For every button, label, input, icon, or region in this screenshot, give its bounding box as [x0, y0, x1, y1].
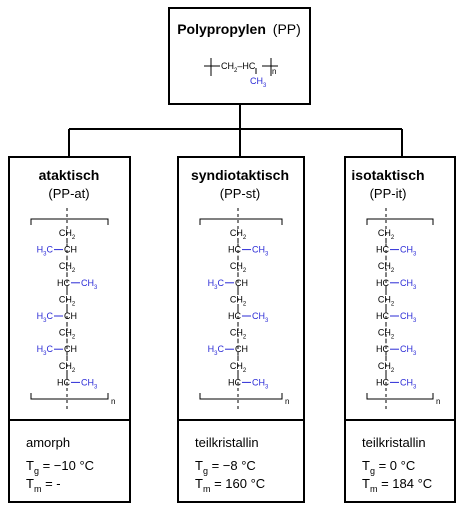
chain-hc-right: HC — [376, 377, 389, 387]
melting-temp: Tm = 184 °C — [362, 476, 432, 494]
methyl-group: H3C — [208, 344, 225, 357]
root-hc: HC — [242, 61, 255, 71]
chain-ch2: CH2 — [378, 361, 395, 374]
svg-text:CH2–HC: CH2–HC — [221, 61, 256, 74]
glass-transition-temp: Tg = 0 °C — [362, 458, 415, 476]
methyl-group: H3C — [37, 344, 54, 357]
morphology-label: amorph — [26, 435, 70, 450]
root-formula: CH2–HC n CH3 — [204, 58, 278, 89]
column-title: ataktisch — [39, 167, 100, 183]
chain-hc-right: HC — [228, 311, 241, 321]
methyl-group: CH3 — [400, 311, 417, 324]
root-name: Polypropylen — [177, 21, 266, 37]
glass-transition-temp: Tg = −10 °C — [26, 458, 94, 476]
root-abbr: (PP) — [273, 21, 301, 37]
chain-ch2: CH2 — [59, 294, 76, 307]
root-ch3: CH — [250, 76, 263, 86]
repeat-unit-n: n — [111, 397, 115, 406]
column-box — [8, 156, 131, 503]
methyl-group: H3C — [37, 311, 54, 324]
chain-ch2: CH2 — [378, 261, 395, 274]
methyl-group: CH3 — [252, 245, 269, 258]
repeat-unit-n: n — [436, 397, 440, 406]
methyl-group: CH3 — [252, 377, 269, 390]
chain-ch2: CH2 — [59, 228, 76, 241]
chain-hc-right: HC — [376, 245, 389, 255]
chain-hc-right: HC — [376, 344, 389, 354]
chain-ch-left: CH — [64, 311, 77, 321]
chain-ch2: CH2 — [378, 228, 395, 241]
chain-hc-right: HC — [376, 311, 389, 321]
chain-ch-left: CH — [64, 344, 77, 354]
methyl-group: CH3 — [81, 278, 98, 291]
column-title: syndiotaktisch — [191, 167, 289, 183]
root-node: Polypropylen (PP) CH2–HC n CH3 — [168, 7, 311, 105]
root-dash: – — [237, 61, 242, 71]
melting-temp: Tm = - — [26, 476, 61, 494]
column-abbr: (PP-st) — [220, 186, 260, 201]
methyl-group: CH3 — [81, 377, 98, 390]
chain-ch2: CH2 — [59, 261, 76, 274]
column-title: isotaktisch — [351, 167, 424, 183]
chain-ch-left: CH — [235, 278, 248, 288]
column-box — [344, 156, 456, 503]
root-ch3-sub: 3 — [263, 83, 267, 89]
methyl-group: CH3 — [400, 245, 417, 258]
svg-text:Polypropylen (PP): Polypropylen (PP) — [177, 21, 301, 37]
root-n: n — [272, 67, 276, 76]
chain-ch2: CH2 — [230, 361, 247, 374]
methyl-group: CH3 — [400, 278, 417, 291]
root-ch2-sub: 2 — [234, 68, 238, 74]
chain-ch2: CH2 — [378, 328, 395, 341]
chain-hc-right: HC — [228, 245, 241, 255]
chain-ch2: CH2 — [230, 294, 247, 307]
column-box — [177, 156, 305, 503]
chain-hc-right: HC — [57, 377, 70, 387]
morphology-label: teilkristallin — [362, 435, 426, 450]
tree-connectors — [68, 104, 403, 156]
chain-ch2: CH2 — [59, 361, 76, 374]
chain-ch2: CH2 — [230, 261, 247, 274]
chain-hc-right: HC — [228, 377, 241, 387]
repeat-unit-n: n — [285, 397, 289, 406]
methyl-group: H3C — [37, 245, 54, 258]
chain-ch-left: CH — [64, 245, 77, 255]
methyl-group: CH3 — [400, 344, 417, 357]
chain-ch2: CH2 — [59, 328, 76, 341]
column-abbr: (PP-it) — [370, 186, 407, 201]
methyl-group: H3C — [208, 278, 225, 291]
svg-text:CH3: CH3 — [250, 76, 267, 89]
chain-ch2: CH2 — [378, 294, 395, 307]
chain-hc-right: HC — [57, 278, 70, 288]
chain-hc-right: HC — [376, 278, 389, 288]
glass-transition-temp: Tg = −8 °C — [195, 458, 256, 476]
chain-ch-left: CH — [235, 344, 248, 354]
column-abbr: (PP-at) — [48, 186, 89, 201]
morphology-label: teilkristallin — [195, 435, 259, 450]
chain-ch2: CH2 — [230, 228, 247, 241]
methyl-group: CH3 — [252, 311, 269, 324]
melting-temp: Tm = 160 °C — [195, 476, 265, 494]
methyl-group: CH3 — [400, 377, 417, 390]
root-ch2: CH — [221, 61, 234, 71]
chain-ch2: CH2 — [230, 328, 247, 341]
